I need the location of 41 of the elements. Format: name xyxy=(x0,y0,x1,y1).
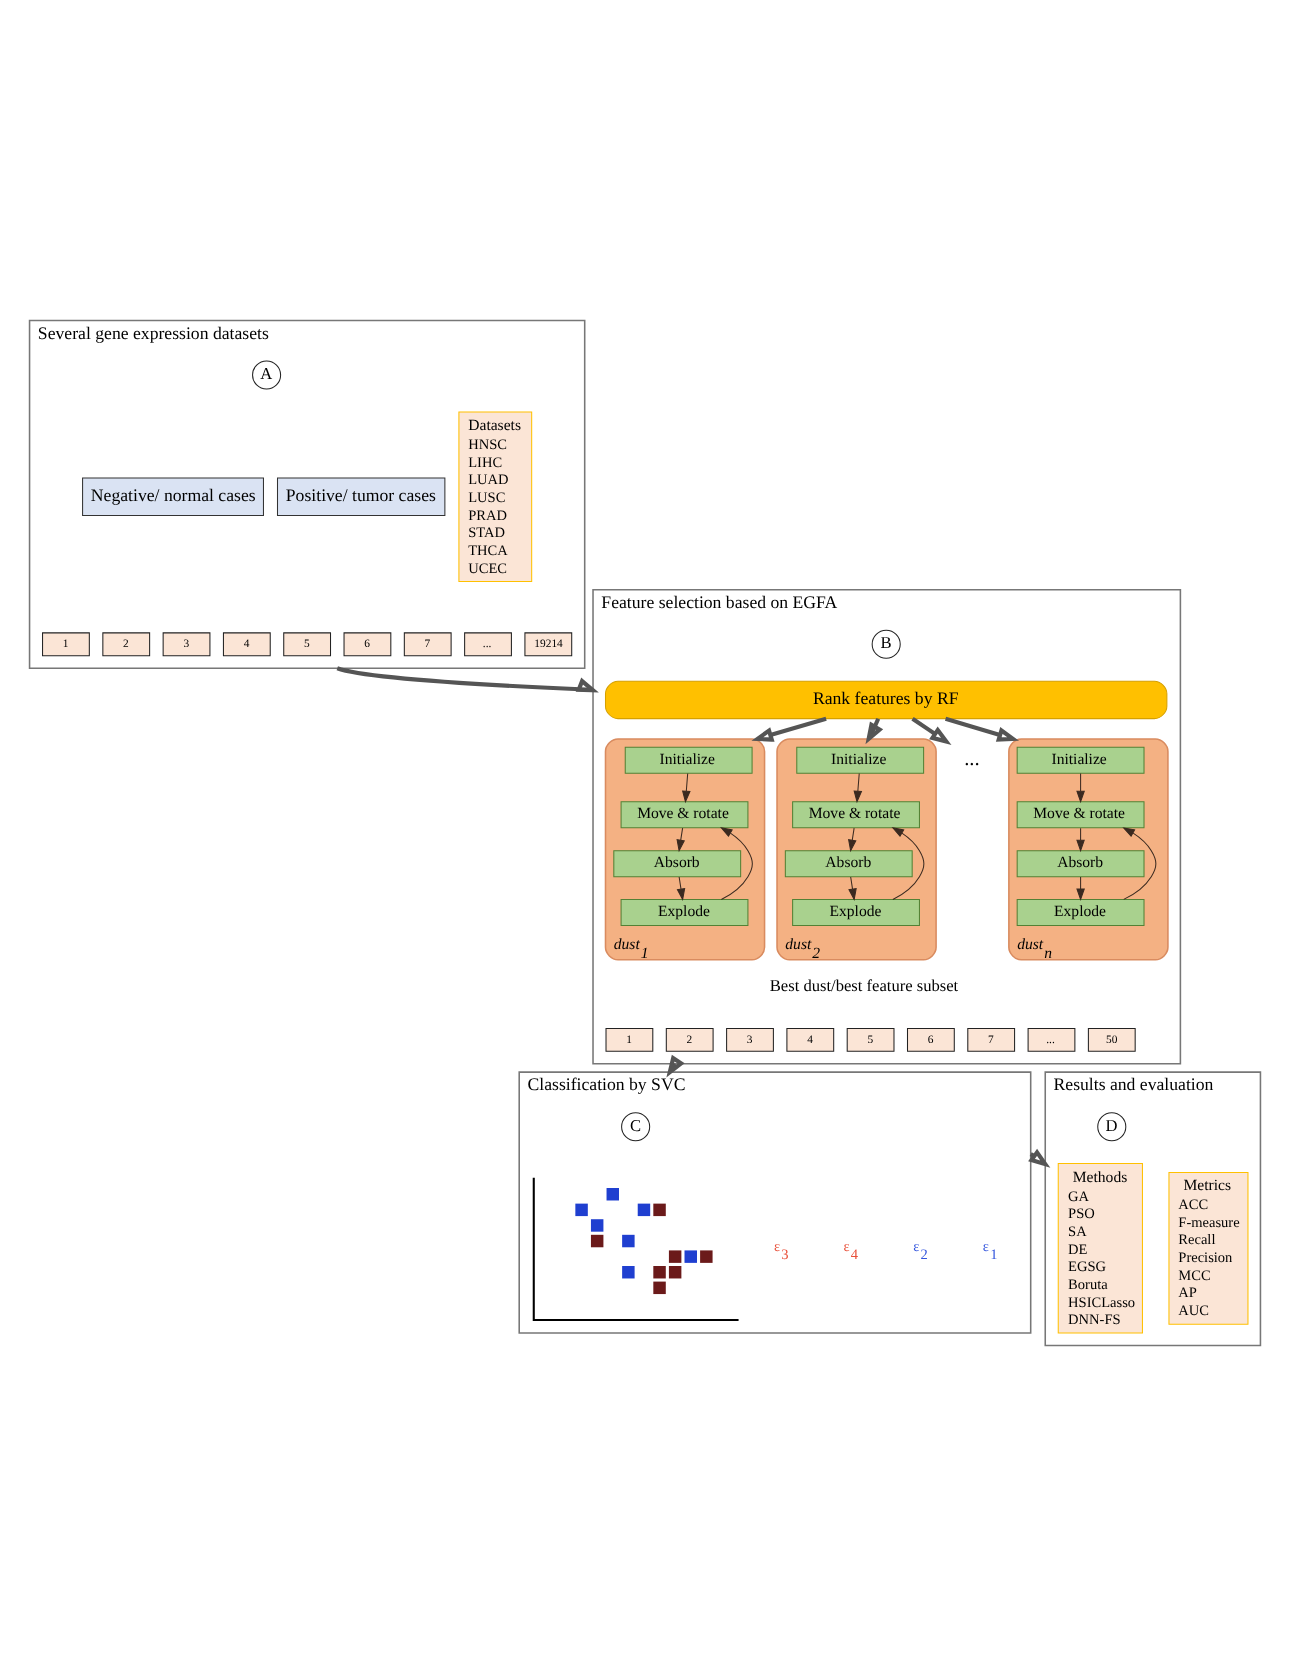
cluster xyxy=(604,737,766,960)
node-box: Initialize xyxy=(1016,745,1145,773)
node-box: Absorb xyxy=(613,849,742,877)
node-box: Initialize xyxy=(624,745,753,773)
arrow xyxy=(848,826,857,852)
node-box: Initialize xyxy=(796,745,925,773)
arrow xyxy=(1076,771,1085,803)
arrow xyxy=(676,875,686,900)
arrow xyxy=(681,771,691,803)
arrow xyxy=(853,771,863,803)
arrow xyxy=(751,715,827,741)
arrow xyxy=(1076,826,1085,852)
node-box: Absorb xyxy=(1016,849,1145,877)
node-box: Explode xyxy=(792,898,920,926)
node-box: Move & rotate xyxy=(1016,800,1145,828)
node-box: Explode xyxy=(1016,898,1145,926)
node-picture xyxy=(532,1176,739,1321)
node-box: Negative/ normal cases xyxy=(82,476,264,515)
arrow xyxy=(719,826,753,900)
cluster xyxy=(776,737,937,960)
cluster xyxy=(1008,737,1169,960)
arrow xyxy=(336,665,599,692)
arrow xyxy=(676,826,686,852)
node-box: Absorb xyxy=(784,849,913,877)
node-circle: B xyxy=(871,628,901,658)
node-box: Positive/ tumor cases xyxy=(277,476,446,515)
node-box: Rank features by RF xyxy=(605,679,1168,719)
node-box: Move & rotate xyxy=(792,800,920,828)
node-box: Move & rotate xyxy=(620,800,749,828)
arrow xyxy=(891,826,925,900)
node-circle: C xyxy=(621,1111,651,1141)
node-box: Explode xyxy=(620,898,749,926)
arrow xyxy=(848,875,857,900)
arrow xyxy=(911,716,952,745)
arrow xyxy=(944,715,1020,741)
arrow xyxy=(1076,875,1085,900)
node-circle: A xyxy=(252,359,282,389)
node-text: ... xyxy=(964,748,980,771)
arrow xyxy=(1122,826,1157,899)
label: Best dust/best feature subset xyxy=(769,975,959,994)
node-circle: D xyxy=(1097,1111,1127,1141)
